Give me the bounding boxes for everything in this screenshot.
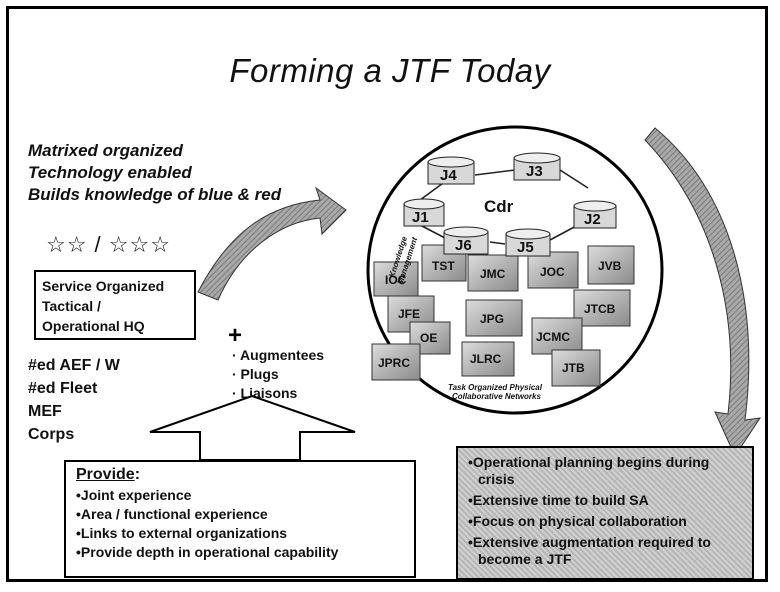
tile-label: IOC: [385, 273, 407, 287]
trait-line: Matrixed organized: [28, 141, 183, 160]
tile-joc: JOC: [527, 251, 579, 289]
network-caption: Collaborative Networks: [452, 392, 541, 401]
tile-oe: OE: [409, 321, 451, 355]
tile-ioc: IOC: [373, 261, 419, 297]
j-node-j6: J6: [443, 226, 489, 255]
unit-item: Corps: [28, 426, 75, 443]
j-node-j2: J2: [573, 200, 617, 229]
crisis-list: Operational planning begins during crisi…: [468, 454, 742, 568]
unit-item: MEF: [28, 403, 62, 420]
unit-item: #ed Fleet: [28, 380, 98, 397]
j-node-label: J3: [526, 163, 543, 180]
j-node-j3: J3: [513, 152, 561, 181]
tile-label: JMC: [480, 267, 506, 281]
augment-list: · Augmentees · Plugs · Liaisons: [232, 346, 324, 403]
provide-title: Provide: [76, 466, 135, 483]
j-node-j1: J1: [403, 198, 445, 227]
tile-label: JPG: [480, 312, 504, 326]
tile-label: JPRC: [378, 356, 410, 370]
tile-label: JVB: [598, 259, 622, 273]
up-arrow-icon: [149, 394, 356, 461]
tile-label: JFE: [398, 307, 420, 321]
tile-label: JTB: [562, 361, 585, 375]
tile-jlrc: JLRC: [461, 341, 515, 377]
list-item: Joint experience: [76, 486, 404, 505]
tile-jtcb: JTCB: [573, 289, 631, 327]
augment-item: · Plugs: [232, 366, 279, 382]
unit-item: #ed AEF / W: [28, 357, 120, 374]
j-node-j5: J5: [505, 228, 551, 257]
tile-jmc: JMC: [467, 254, 519, 292]
tile-label: JTCB: [584, 302, 616, 316]
crisis-box: Operational planning begins during crisi…: [456, 446, 754, 580]
list-item: Area / functional experience: [76, 505, 404, 524]
tile-label: TST: [432, 259, 455, 273]
tile-label: JLRC: [470, 352, 502, 366]
list-item: Operational planning begins during crisi…: [468, 454, 742, 488]
tile-jprc: JPRC: [371, 343, 421, 381]
curved-arrow-icon: [197, 186, 347, 301]
j-node-label: J5: [517, 239, 534, 256]
provide-list: Joint experience Area / functional exper…: [76, 486, 404, 562]
traits-list: Matrixed organized Technology enabled Bu…: [28, 140, 281, 206]
hq-line: Operational HQ: [42, 318, 145, 334]
list-item: Extensive time to build SA: [468, 492, 742, 509]
commander-label: Cdr: [484, 197, 514, 216]
tile-label: JOC: [540, 265, 565, 279]
j-node-label: J1: [412, 209, 429, 226]
slide-frame: [6, 6, 768, 582]
slide-title: Forming a JTF Today: [229, 52, 551, 89]
list-item: Links to external organizations: [76, 524, 404, 543]
tile-label: OE: [420, 331, 437, 345]
j-node-label: J2: [584, 211, 601, 228]
j-node-label: J6: [455, 237, 472, 254]
list-item: Extensive augmentation required to becom…: [468, 534, 742, 568]
plus-sign: +: [228, 322, 243, 349]
hq-box: Service Organized Tactical / Operational…: [34, 270, 196, 340]
augment-item: · Augmentees: [232, 347, 325, 363]
tile-jpg: JPG: [465, 299, 523, 337]
tile-label: JCMC: [536, 330, 570, 344]
hq-line: Tactical /: [42, 298, 101, 314]
trait-line: Builds knowledge of blue & red: [28, 185, 282, 204]
trait-line: Technology enabled: [28, 163, 192, 182]
tile-jvb: JVB: [587, 245, 635, 285]
j-node-label: J4: [440, 167, 457, 184]
provide-box: Provide: Joint experience Area / functio…: [64, 460, 416, 578]
curved-arrow-icon: [644, 127, 762, 458]
tile-jtb: JTB: [551, 349, 601, 387]
j-node-j4: J4: [427, 156, 475, 185]
list-item: Provide depth in operational capability: [76, 543, 404, 562]
hq-line: Service Organized: [42, 278, 165, 294]
provide-colon: :: [134, 466, 141, 483]
tile-group: IOC TST JMC JOC JVB JFE JPG JTCB OE JCMC…: [371, 244, 635, 387]
network-caption: Task Organized Physical: [448, 383, 543, 392]
units-list: #ed AEF / W #ed Fleet MEF Corps: [28, 354, 120, 446]
rank-stars-icon: ☆☆ / ☆☆☆: [46, 232, 171, 257]
tile-jcmc: JCMC: [531, 317, 583, 355]
list-item: Focus on physical collaboration: [468, 513, 742, 530]
